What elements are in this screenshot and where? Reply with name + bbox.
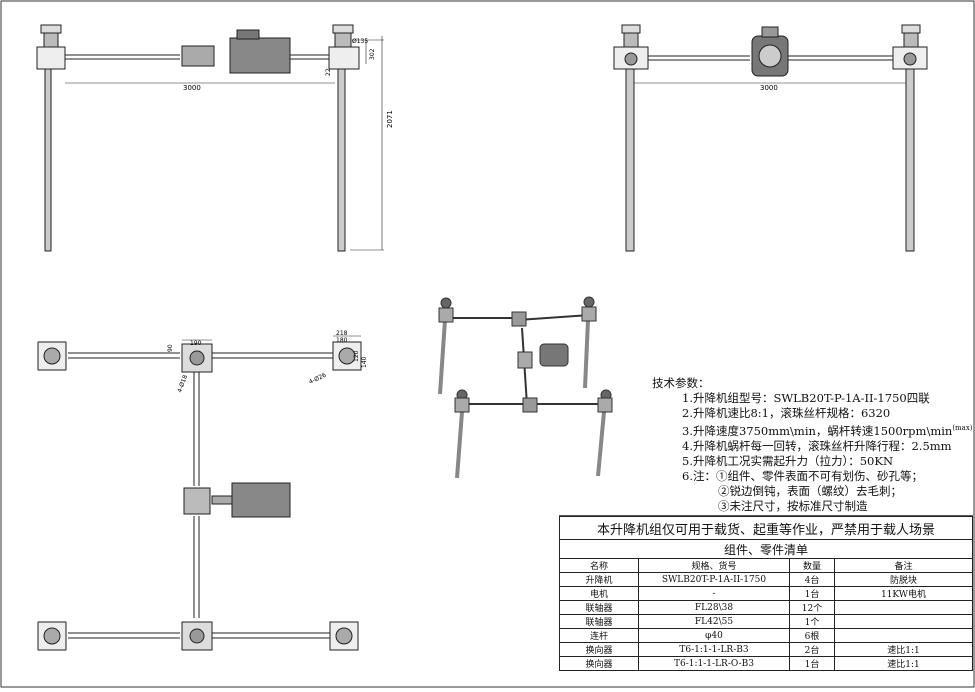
left-jack-cap bbox=[40, 24, 62, 34]
gearbox bbox=[181, 45, 215, 67]
note-5: 5.升降机工况实需起升力（拉力）：50KN bbox=[682, 453, 894, 468]
left-jack-body bbox=[36, 46, 66, 70]
front-22-label: 22 bbox=[325, 68, 332, 76]
side-view bbox=[613, 24, 928, 252]
top-4phi-b-label: 4-Ø26 bbox=[308, 372, 328, 386]
cell: 6根 bbox=[789, 628, 835, 643]
cell: 1台 bbox=[789, 586, 835, 601]
right-jack-head bbox=[334, 32, 352, 48]
cell: φ40 bbox=[638, 628, 790, 643]
cell: 1台 bbox=[789, 656, 835, 671]
top-180-label: 180 bbox=[336, 337, 348, 344]
front-302-label: 302 bbox=[369, 48, 376, 60]
cell: FL28\38 bbox=[638, 600, 790, 615]
cell: FL42\55 bbox=[638, 614, 790, 629]
isometric-view bbox=[438, 296, 613, 479]
note-2: 2.升降机速比8:1，滚珠丝杆规格：6320 bbox=[682, 406, 891, 420]
side-left-screw bbox=[625, 68, 635, 252]
top-motor bbox=[231, 482, 291, 518]
bom-subtitle: 组件、零件清单 bbox=[559, 539, 973, 559]
side-left-jack-cap bbox=[621, 24, 641, 34]
motor-body bbox=[229, 37, 291, 74]
cell: 换向器 bbox=[559, 656, 639, 671]
cell: 联轴器 bbox=[559, 614, 639, 629]
cell: 12个 bbox=[789, 600, 835, 615]
cell: 4台 bbox=[789, 572, 835, 587]
front-d135-label: Ø135 bbox=[352, 38, 368, 45]
cell bbox=[834, 628, 973, 643]
cell: 2台 bbox=[789, 642, 835, 657]
note-6-2: ②锐边倒钝，表面（螺纹）去毛刺； bbox=[718, 483, 902, 498]
cell: 速比1:1 bbox=[834, 656, 973, 671]
cell: 联轴器 bbox=[559, 600, 639, 615]
note-1: 1.升降机组型号：SWLB20T-P-1A-II-1750四联 bbox=[682, 391, 930, 405]
technical-notes: 技术参数： 1.升降机组型号：SWLB20T-P-1A-II-1750四联 2.… bbox=[652, 376, 973, 514]
notes-title: 技术参数： bbox=[652, 376, 710, 390]
top-190-label: 190 bbox=[190, 340, 202, 347]
note-6: 6.注：①组件、零件表面不可有划伤、砂孔等； bbox=[682, 468, 923, 483]
front-height-label: 2071 bbox=[386, 110, 394, 128]
motor-terminal-box bbox=[236, 29, 260, 40]
side-right-jack-cap bbox=[901, 24, 921, 34]
bom-header-remark: 备注 bbox=[834, 558, 973, 573]
cell: T6-1:1-1-LR-B3 bbox=[638, 642, 790, 657]
cell: 防脱块 bbox=[834, 572, 973, 587]
note-3: 3.升降速度3750mm\min，蜗杆转速1500rpm\min(max) bbox=[682, 421, 973, 439]
top-120-label: 120 bbox=[353, 350, 360, 362]
cell: 速比1:1 bbox=[834, 642, 973, 657]
bom-header-spec: 规格、货号 bbox=[638, 558, 790, 573]
side-right-screw bbox=[905, 68, 915, 252]
bom-header-qty: 数量 bbox=[789, 558, 835, 573]
top-140-label: 140 bbox=[361, 356, 368, 368]
top-90-label: 90 bbox=[167, 344, 174, 352]
cell: 1个 bbox=[789, 614, 835, 629]
cell: 电机 bbox=[559, 586, 639, 601]
cell: T6-1:1-1-LR-O-B3 bbox=[638, 656, 790, 671]
front-view bbox=[36, 24, 384, 252]
bom-table: 本升降机组仅可用于载货、起重等作业，严禁用于载人场景 组件、零件清单 名称 规格… bbox=[559, 516, 973, 671]
front-width-label: 3000 bbox=[183, 84, 201, 92]
top-gearbox bbox=[183, 487, 211, 515]
left-screw bbox=[44, 68, 52, 252]
top-4phi-label: 4-Ø18 bbox=[176, 374, 189, 394]
note-3-text: 3.升降速度3750mm\min，蜗杆转速1500rpm\min bbox=[682, 423, 953, 438]
note-4: 4.升降机蜗杆每一回转，滚珠丝杆升降行程：2.5mm bbox=[682, 438, 952, 453]
cell: - bbox=[638, 586, 790, 601]
top-jack-bl bbox=[37, 621, 67, 651]
cell: 连杆 bbox=[559, 628, 639, 643]
bom-header-row: 名称 规格、货号 数量 备注 bbox=[559, 558, 973, 573]
cell: 升降机 bbox=[559, 572, 639, 587]
cell: 换向器 bbox=[559, 642, 639, 657]
right-jack-body bbox=[328, 46, 360, 70]
top-218-label: 218 bbox=[336, 330, 348, 337]
cell: SWLB20T-P-1A-II-1750 bbox=[638, 572, 790, 587]
right-jack-cap bbox=[332, 24, 354, 34]
bom-header-name: 名称 bbox=[559, 558, 639, 573]
right-screw bbox=[337, 68, 346, 252]
bom-warning: 本升降机组仅可用于载货、起重等作业，严禁用于载人场景 bbox=[559, 516, 973, 540]
iso-motor bbox=[539, 343, 569, 367]
cell bbox=[834, 614, 973, 629]
cell: 11KW电机 bbox=[834, 586, 973, 601]
side-width-label: 3000 bbox=[760, 84, 778, 92]
left-jack-head bbox=[43, 32, 59, 48]
cell bbox=[834, 600, 973, 615]
note-3-sup: (max) bbox=[952, 424, 973, 432]
note-6-3: ③未注尺寸，按标准尺寸制造 bbox=[718, 498, 868, 513]
top-view bbox=[37, 335, 362, 651]
